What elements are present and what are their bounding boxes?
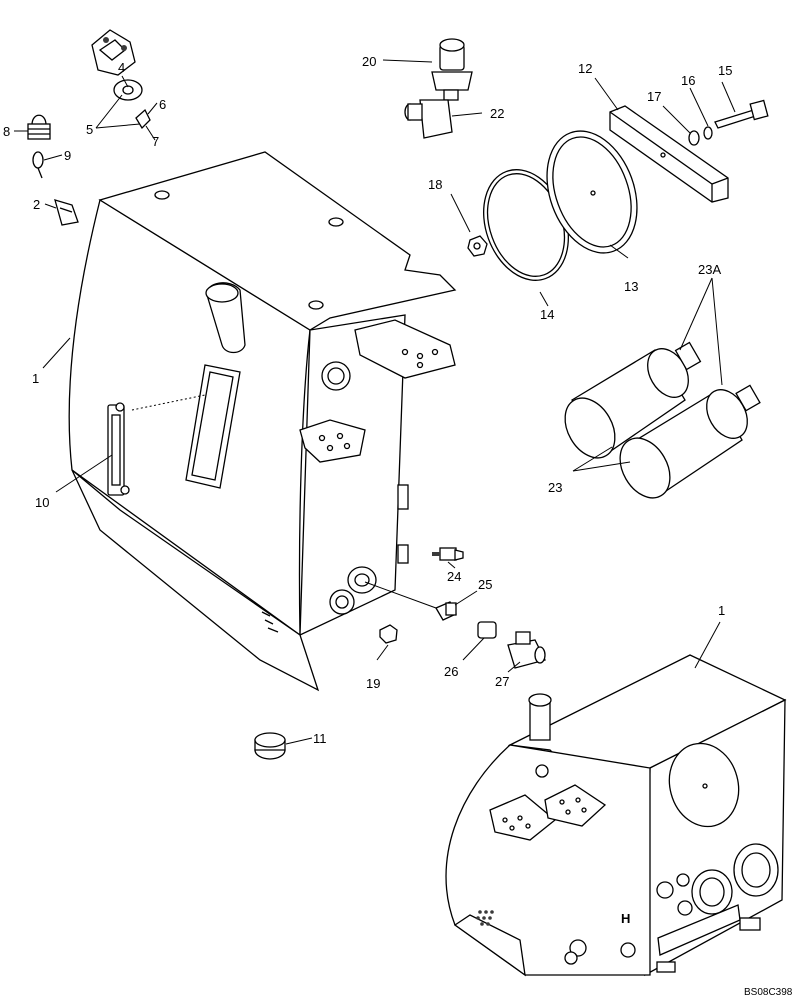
callout-17: 17 xyxy=(647,89,661,104)
callout-20: 20 xyxy=(362,54,376,69)
latch-bracket xyxy=(54,199,79,226)
callout-11: 11 xyxy=(313,731,327,746)
callout-25: 25 xyxy=(478,577,492,592)
elbow-fitting xyxy=(404,99,453,139)
hydraulic-tank-main xyxy=(68,151,457,692)
plug xyxy=(379,624,398,644)
callout-22: 22 xyxy=(490,106,504,121)
clip xyxy=(135,108,151,130)
callout-13: 13 xyxy=(624,279,638,294)
reference-code: BS08C398 xyxy=(744,987,793,998)
callout-26: 26 xyxy=(444,664,458,679)
sight-gauge xyxy=(107,394,206,496)
tank-marking: H xyxy=(621,911,630,926)
callout-4: 4 xyxy=(118,60,125,75)
hydraulic-tank-assembled: H xyxy=(445,654,787,977)
callout-10: 10 xyxy=(35,495,49,510)
callout-27: 27 xyxy=(495,674,509,689)
callout-1: 1 xyxy=(32,371,39,386)
callout-16: 16 xyxy=(681,73,695,88)
callout-14: 14 xyxy=(540,307,554,322)
callout-8: 8 xyxy=(3,124,10,139)
callout-18: 18 xyxy=(428,177,442,192)
callout-6: 6 xyxy=(159,97,166,112)
key xyxy=(32,151,44,179)
callout-5: 5 xyxy=(86,122,93,137)
callout-23a: 23A xyxy=(698,262,721,277)
callout-2: 2 xyxy=(33,197,40,212)
callout-19: 19 xyxy=(366,676,380,691)
callout-23: 23 xyxy=(548,480,562,495)
callout-7: 7 xyxy=(152,134,159,149)
callout-24: 24 xyxy=(447,569,461,584)
strainer-gasket xyxy=(113,79,143,101)
leader-lines xyxy=(14,59,736,745)
tank-cover xyxy=(546,130,638,254)
breather xyxy=(431,38,473,101)
nut xyxy=(467,235,488,257)
drain-coupling xyxy=(477,621,497,639)
callout-12: 12 xyxy=(578,61,592,76)
padlock xyxy=(27,114,51,140)
callout-9: 9 xyxy=(64,148,71,163)
callouts: 1 1 2 4 5 6 7 8 9 10 11 12 13 14 15 16 1… xyxy=(3,54,732,746)
callout-15: 15 xyxy=(718,63,732,78)
drain-valve xyxy=(507,631,546,669)
skid-holes xyxy=(476,910,494,926)
adapter-fitting xyxy=(435,601,457,621)
cap xyxy=(254,732,286,760)
filter-element-upper xyxy=(564,341,702,459)
filter-element-lower xyxy=(619,384,761,499)
temperature-sender xyxy=(432,547,464,561)
retainer-bar xyxy=(609,105,729,203)
filler-cap xyxy=(91,29,136,76)
washer xyxy=(688,126,713,146)
bolt xyxy=(714,99,769,129)
callout-1-assembled: 1 xyxy=(718,603,725,618)
